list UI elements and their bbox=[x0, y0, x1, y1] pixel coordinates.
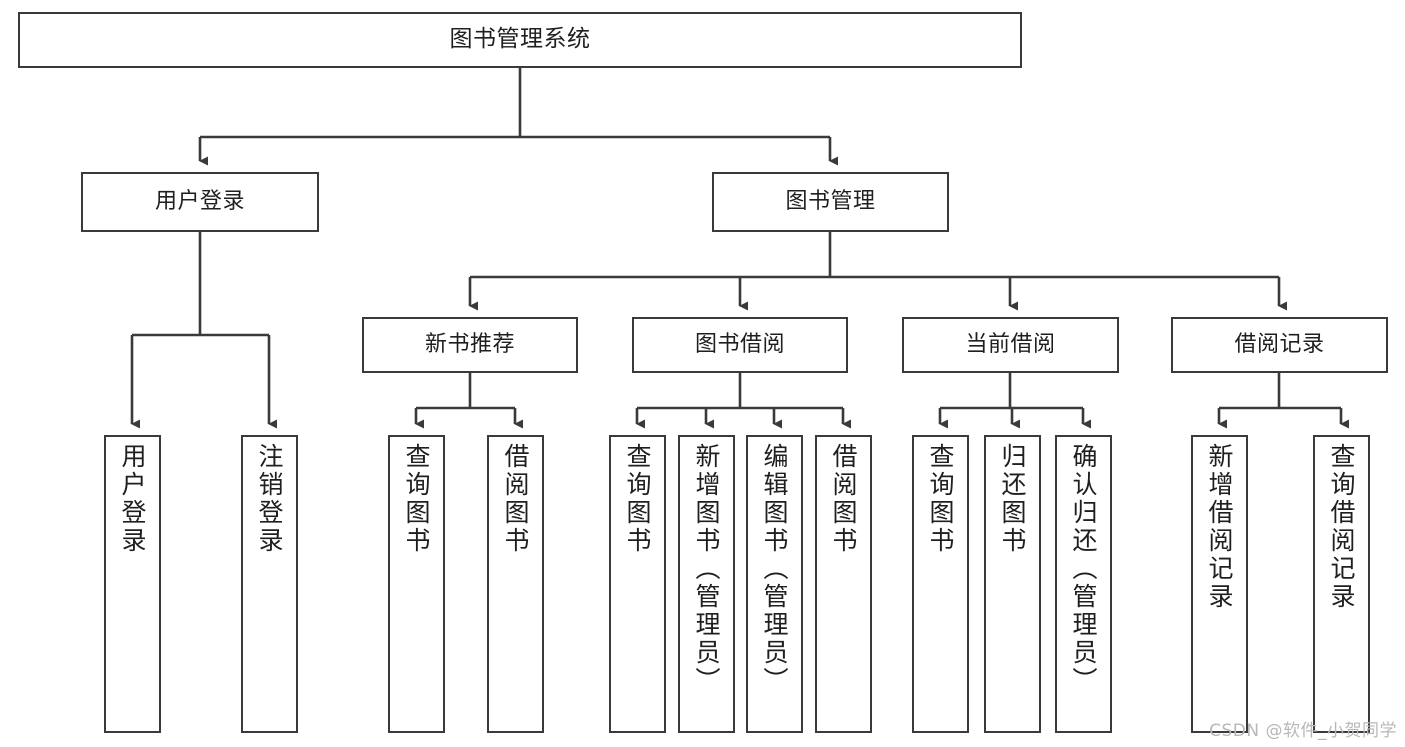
node-label: 图书管理系统 bbox=[449, 26, 591, 53]
node-label: 查询图书 bbox=[926, 443, 955, 555]
node-leaf-query-book-1[interactable]: 查询图书 bbox=[388, 435, 445, 733]
node-book-management[interactable]: 图书管理 bbox=[712, 172, 949, 232]
node-new-book-recommend[interactable]: 新书推荐 bbox=[362, 317, 578, 373]
node-label: 查询图书 bbox=[402, 443, 431, 555]
node-leaf-query-book-2[interactable]: 查询图书 bbox=[609, 435, 666, 733]
node-label: 图书管理 bbox=[785, 188, 876, 214]
node-leaf-borrow-book-2[interactable]: 借阅图书 bbox=[815, 435, 872, 733]
node-root-book-management-system[interactable]: 图书管理系统 bbox=[18, 12, 1022, 68]
node-label: 图书借阅 bbox=[694, 331, 785, 357]
node-label: 查询借阅记录 bbox=[1327, 443, 1356, 611]
node-label: 用户登录 bbox=[118, 443, 147, 555]
node-leaf-add-borrow-record[interactable]: 新增借阅记录 bbox=[1191, 435, 1248, 733]
node-leaf-user-login[interactable]: 用户登录 bbox=[104, 435, 161, 733]
node-label: 借阅记录 bbox=[1234, 331, 1325, 357]
node-label: 借阅图书 bbox=[501, 443, 530, 555]
node-leaf-query-borrow-record[interactable]: 查询借阅记录 bbox=[1313, 435, 1370, 733]
node-user-login[interactable]: 用户登录 bbox=[81, 172, 319, 232]
node-leaf-edit-book-admin[interactable]: 编辑图书（管理员） bbox=[746, 435, 803, 733]
node-label: 编辑图书（管理员） bbox=[760, 443, 789, 695]
node-book-borrow[interactable]: 图书借阅 bbox=[632, 317, 848, 373]
node-label: 新增图书（管理员） bbox=[692, 443, 721, 695]
node-leaf-add-book-admin[interactable]: 新增图书（管理员） bbox=[678, 435, 735, 733]
node-leaf-borrow-book-1[interactable]: 借阅图书 bbox=[487, 435, 544, 733]
node-leaf-logout[interactable]: 注销登录 bbox=[241, 435, 298, 733]
node-label: 归还图书 bbox=[998, 443, 1027, 555]
node-label: 新增借阅记录 bbox=[1205, 443, 1234, 611]
node-label: 确认归还（管理员） bbox=[1069, 443, 1098, 695]
node-label: 借阅图书 bbox=[829, 443, 858, 555]
node-label: 新书推荐 bbox=[424, 331, 515, 357]
node-label: 注销登录 bbox=[255, 443, 284, 555]
node-borrow-record[interactable]: 借阅记录 bbox=[1171, 317, 1388, 373]
node-leaf-query-book-3[interactable]: 查询图书 bbox=[912, 435, 969, 733]
node-label: 当前借阅 bbox=[965, 331, 1056, 357]
node-label: 用户登录 bbox=[154, 188, 245, 214]
node-leaf-confirm-return-admin[interactable]: 确认归还（管理员） bbox=[1055, 435, 1112, 733]
node-leaf-return-book[interactable]: 归还图书 bbox=[984, 435, 1041, 733]
node-label: 查询图书 bbox=[623, 443, 652, 555]
node-current-borrow[interactable]: 当前借阅 bbox=[902, 317, 1119, 373]
watermark-text: CSDN @软件_小贺同学 bbox=[1209, 721, 1397, 741]
